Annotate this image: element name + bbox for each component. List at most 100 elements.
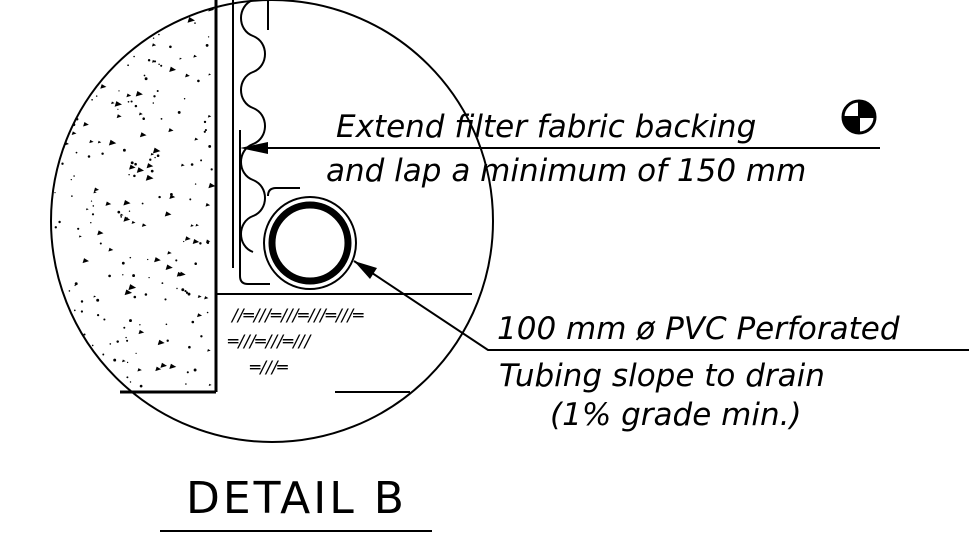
concrete-dot [81, 383, 83, 386]
hatch-row-1: //═///═///═///═///═ [230, 306, 364, 326]
concrete-dot [118, 90, 120, 92]
concrete-dot [116, 340, 119, 343]
concrete-dot [96, 298, 100, 302]
concrete-dot [128, 173, 130, 176]
concrete-dot [130, 100, 133, 103]
concrete-wall [54, 4, 216, 392]
concrete-dot [108, 274, 111, 278]
concrete-dot [158, 63, 160, 66]
concrete-dot [73, 309, 76, 312]
concrete-dot [152, 102, 155, 104]
concrete-dot [208, 144, 212, 148]
concrete-dot [153, 95, 156, 98]
concrete-dot [75, 118, 79, 121]
concrete-aggregate [184, 236, 191, 241]
concrete-aggregate [123, 216, 131, 222]
concrete-dot [199, 242, 202, 245]
concrete-aggregate [96, 373, 101, 377]
concrete-aggregate [193, 54, 197, 58]
concrete-dot [72, 329, 76, 332]
concrete-dot [113, 358, 117, 362]
concrete-dot [97, 314, 100, 317]
concrete-dot [117, 210, 121, 214]
concrete-dot [125, 336, 127, 339]
concrete-dot [69, 85, 72, 88]
concrete-dot [89, 367, 92, 370]
concrete-aggregate [187, 16, 195, 23]
concrete-aggregate [128, 284, 137, 291]
concrete-aggregate [139, 132, 147, 138]
concrete-aggregate [131, 25, 138, 29]
concrete-dot [194, 262, 197, 265]
concrete-dot [127, 100, 130, 103]
concrete-aggregate [129, 164, 136, 170]
concrete-dot [161, 282, 164, 285]
concrete-dot [95, 95, 98, 97]
concrete-aggregate [91, 370, 98, 376]
concrete-dot [79, 4, 83, 8]
gravel-hatch: //═///═///═///═///═ ═///═///═/// ═///═ [227, 306, 364, 378]
concrete-dot [117, 108, 119, 110]
concrete-dot [135, 352, 137, 355]
concrete-aggregate [152, 59, 156, 63]
concrete-aggregate [78, 235, 82, 238]
concrete-dot [129, 381, 132, 383]
pipe-note-line3: (1% grade min.) [550, 397, 802, 433]
pipe-note-line2: Tubing slope to drain [499, 358, 825, 394]
concrete-aggregate [179, 57, 182, 60]
concrete-dot [85, 364, 89, 368]
concrete-aggregate [65, 90, 71, 95]
concrete-aggregate [169, 363, 177, 370]
concrete-aggregate [192, 238, 200, 244]
concrete-aggregate [164, 211, 172, 217]
concrete-dot [144, 77, 148, 81]
concrete-dot [159, 5, 162, 8]
concrete-dot [58, 220, 61, 224]
concrete-dot [129, 319, 132, 323]
concrete-dot [74, 282, 78, 286]
concrete-dot [188, 345, 191, 349]
concrete-dot [123, 32, 126, 36]
concrete-aggregate [83, 375, 91, 382]
concrete-dot [126, 361, 129, 364]
concrete-aggregate [179, 271, 186, 277]
concrete-dot [90, 200, 93, 202]
concrete-dot [68, 290, 71, 292]
concrete-aggregate [138, 112, 143, 116]
concrete-dot [205, 43, 209, 47]
concrete-dot [122, 148, 126, 152]
concrete-dot [57, 136, 60, 139]
pipe-leader-arrow [354, 261, 377, 279]
concrete-aggregate [93, 187, 100, 192]
concrete-aggregate [197, 313, 203, 318]
concrete-dot [97, 73, 99, 76]
concrete-dot [203, 120, 207, 124]
concrete-aggregate [93, 295, 97, 298]
concrete-dot [57, 63, 61, 66]
concrete-aggregate [56, 135, 63, 140]
concrete-dot [91, 98, 93, 101]
concrete-aggregate [93, 190, 97, 194]
concrete-aggregate [190, 224, 194, 227]
concrete-dot [73, 175, 75, 177]
concrete-dot [91, 213, 95, 216]
concrete-aggregate [120, 213, 124, 217]
concrete-dot [200, 159, 203, 162]
concrete-aggregate [56, 99, 61, 103]
concrete-dot [154, 156, 156, 159]
concrete-aggregate [136, 167, 145, 173]
concrete-dot [56, 135, 58, 137]
concrete-aggregate [126, 93, 132, 98]
detail-title: DETAIL B [186, 473, 407, 524]
concrete-dot [120, 48, 123, 51]
concrete-aggregate [135, 91, 143, 97]
concrete-aggregate [141, 14, 147, 18]
concrete-aggregate [167, 251, 172, 255]
concrete-dot [170, 193, 173, 196]
concrete-aggregate [66, 60, 72, 64]
concrete-dot [141, 202, 144, 205]
concrete-dot [103, 318, 106, 321]
concrete-dot [75, 90, 78, 92]
concrete-aggregate [151, 43, 157, 47]
concrete-dot [203, 130, 206, 133]
